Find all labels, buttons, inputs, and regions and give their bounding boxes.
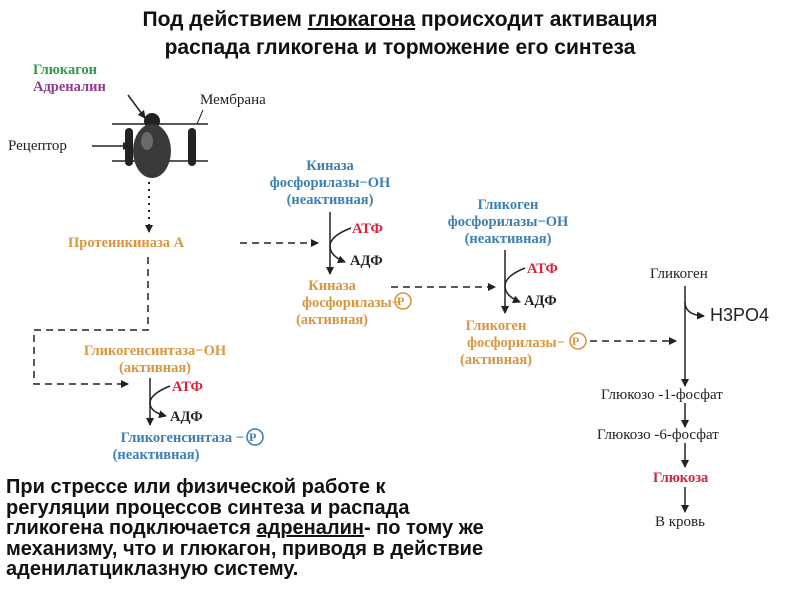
hormone-arrow [127,94,146,119]
receptor-shape [125,113,196,178]
to-blood-label: В кровь [655,514,705,530]
adp-label-kinase: АДФ [350,253,383,269]
receptor-label: Рецептор [8,138,67,154]
adrenaline-highlight: адреналин [256,517,364,539]
title-line-1: Под действием глюкагона происходит актив… [142,8,658,31]
atp-label-kinase: АТФ [352,221,384,237]
glycogen-label: Гликоген [650,266,708,282]
atp-label-synthase: АТФ [172,379,204,395]
bottom-explanation: При стрессе или физической работе к регу… [6,476,484,580]
membrane-label: Мембрана [200,92,266,108]
phosphate-p-kinase: Р [397,294,405,308]
title-glucagon-highlight: глюкагона [307,8,416,31]
synthase-active-block: Гликогенсинтаза−ОН (активная) [83,343,227,376]
phosphate-p-synthase: Р [249,430,257,444]
pka-to-synthase-dashed [33,257,149,388]
atp-label-phosphorylase: АТФ [527,261,559,277]
adp-label-synthase: АДФ [170,409,203,425]
kinase-inactive-block: Киназа фосфорилазы−ОН (неактивная) [269,158,391,208]
phosphate-circle-phosphorylase [569,332,587,350]
phosphate-circle-kinase [394,292,412,310]
adp-label-phosphorylase: АДФ [524,293,557,309]
pka-label: Протеинкиназа А [68,235,185,251]
phosphorylase-active-block: Гликоген фосфорилазы− (активная) [459,318,565,368]
kinase-active-block: Киназа фосфорилазы− (активная) [295,278,400,328]
title-line-2: распада гликогена и торможение его синте… [164,36,636,59]
h3po4-label: H3PO4 [710,305,770,325]
synthase-inactive-block: Гликогенсинтаза − (неактивная) [112,430,244,463]
glucose-1-phosphate-label: Глюкозо -1-фосфат [601,387,723,403]
phosphorylase-inactive-block: Гликоген фосфорилазы−ОН (неактивная) [447,197,569,247]
glucose-label: Глюкоза [653,470,709,486]
diagram-title: Под действием глюкагона происходит актив… [0,6,800,62]
glucose-6-phosphate-label: Глюкозо -6-фосфат [597,427,719,443]
adrenaline-label: Адреналин [33,79,106,95]
membrane-label-pointer [196,109,204,125]
phosphate-circle-synthase [246,428,264,446]
phosphate-p-phosphorylase: Р [572,334,580,348]
glucagon-label: Глюкагон [33,62,98,78]
